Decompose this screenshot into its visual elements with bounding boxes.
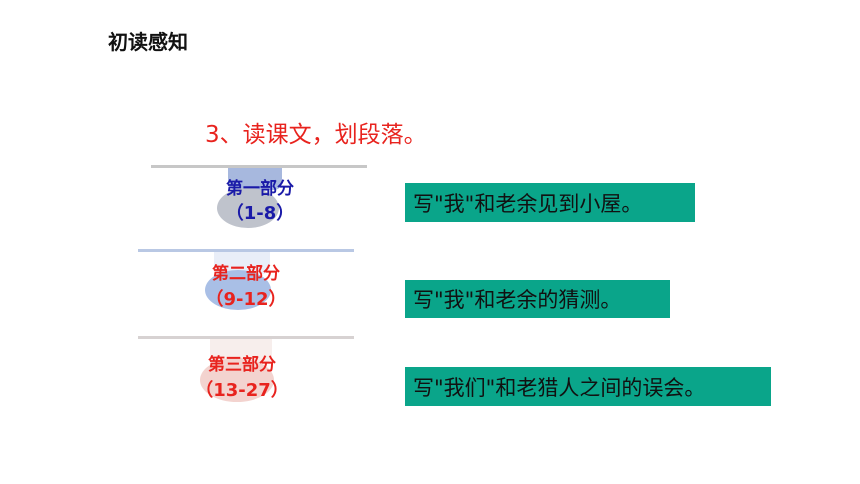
part-3-name: 第三部分: [208, 355, 276, 375]
part-1-shelf: [151, 165, 367, 168]
part-2-name: 第二部分: [212, 264, 280, 284]
part-2-bowl: [205, 270, 271, 310]
part-1-summary: 写"我"和老余见到小屋。: [405, 183, 695, 222]
part-1-name: 第一部分: [226, 179, 294, 199]
part-1-bowl: [217, 188, 279, 228]
part-3-bowl: [200, 358, 274, 402]
part-1-cup: [228, 168, 282, 190]
slide-title: 初读感知: [108, 30, 188, 54]
part-3-shelf: [138, 336, 354, 339]
part-3-range: （13-27）: [195, 380, 289, 401]
part-2-range: （9-12）: [205, 289, 287, 310]
part-2-shelf: [138, 249, 354, 252]
part-3-summary: 写"我们"和老猎人之间的误会。: [405, 367, 771, 406]
part-2-cup: [214, 252, 270, 274]
task-instruction: 3、读课文，划段落。: [205, 122, 427, 148]
part-2-summary: 写"我"和老余的猜测。: [405, 280, 670, 318]
part-1-range: （1-8）: [225, 203, 295, 224]
